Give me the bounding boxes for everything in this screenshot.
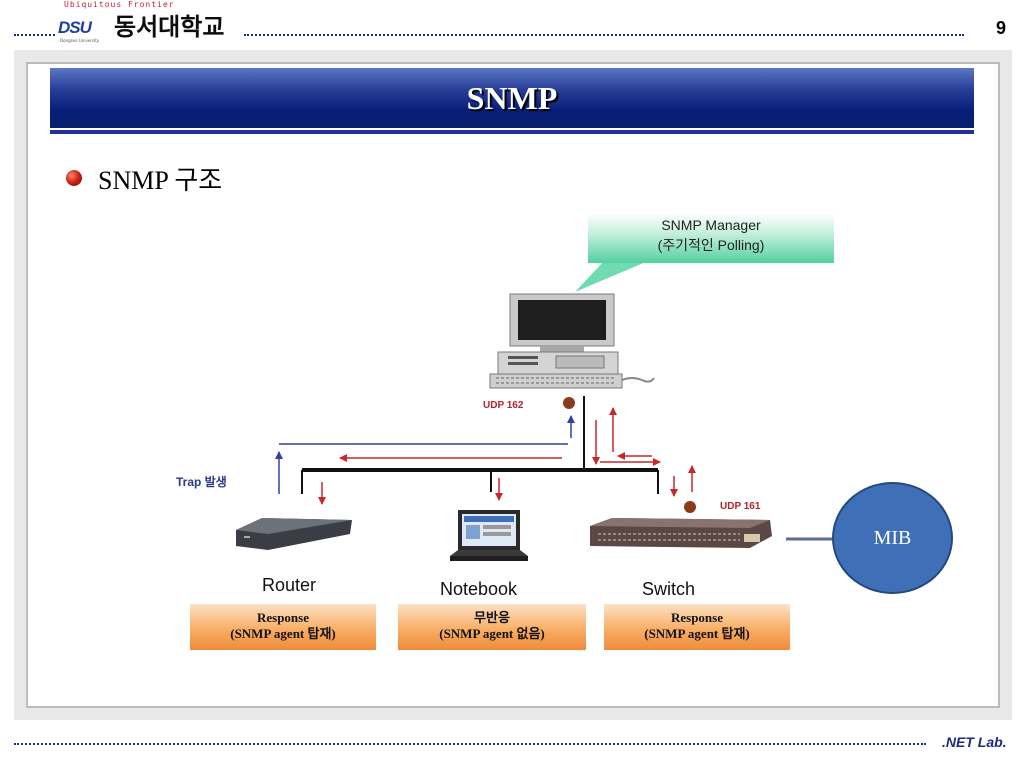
callout-pointer: [575, 258, 655, 292]
switch-icon: [590, 518, 772, 548]
header-dotted-line-left: [14, 34, 58, 36]
manager-callout-title: SNMP Manager: [661, 217, 761, 233]
udp-161-port-icon: [684, 501, 696, 513]
router-response-box: Response (SNMP agent 탑재): [190, 604, 376, 650]
section-heading: SNMP 구조: [98, 166, 223, 195]
logo-university-name: 동서대학교: [114, 13, 225, 41]
title-underline: [50, 130, 974, 134]
udp-162-port-icon: [563, 397, 575, 409]
notebook-icon: [450, 510, 528, 561]
trap-arrow: [275, 415, 575, 494]
notebook-response-line2: (SNMP agent 없음): [439, 626, 545, 641]
logo-subtitle: Dongseo University: [60, 38, 100, 43]
udp-161-label: UDP 161: [720, 501, 761, 512]
switch-label: Switch: [642, 579, 696, 599]
notebook-label: Notebook: [440, 579, 518, 599]
page-number: 9: [996, 18, 1007, 38]
trap-label: Trap 발생: [176, 475, 227, 489]
bullet-icon: [66, 170, 82, 186]
notebook-response-box: 무반응 (SNMP agent 없음): [398, 604, 586, 650]
mib-label: MIB: [873, 527, 912, 549]
manager-callout: [588, 213, 834, 263]
header-dotted-line-right: [244, 34, 964, 36]
router-response-line2: (SNMP agent 탑재): [230, 626, 336, 641]
logo-tagline: Ubiquitous Frontier: [64, 0, 175, 9]
title-bar: [50, 68, 974, 128]
logo: [56, 6, 242, 46]
router-response-line1: Response: [256, 610, 309, 625]
logo-mark: DSU: [58, 18, 92, 37]
mib-circle: [832, 482, 953, 594]
notebook-response-line1: 무반응: [474, 610, 510, 625]
switch-response-box: Response (SNMP agent 탑재): [604, 604, 790, 650]
router-label: Router: [262, 575, 317, 595]
manager-computer-icon: [489, 293, 655, 389]
switch-response-line1: Response: [670, 610, 723, 625]
udp-162-label: UDP 162: [483, 400, 524, 411]
footer-lab-label: .NET Lab.: [942, 734, 1007, 750]
footer-dotted-line: [14, 743, 926, 745]
switch-response-line2: (SNMP agent 탑재): [644, 626, 750, 641]
slide-title: SNMP: [466, 80, 558, 116]
router-icon: [236, 518, 352, 550]
manager-callout-subtitle: (주기적인 Polling): [657, 237, 765, 253]
